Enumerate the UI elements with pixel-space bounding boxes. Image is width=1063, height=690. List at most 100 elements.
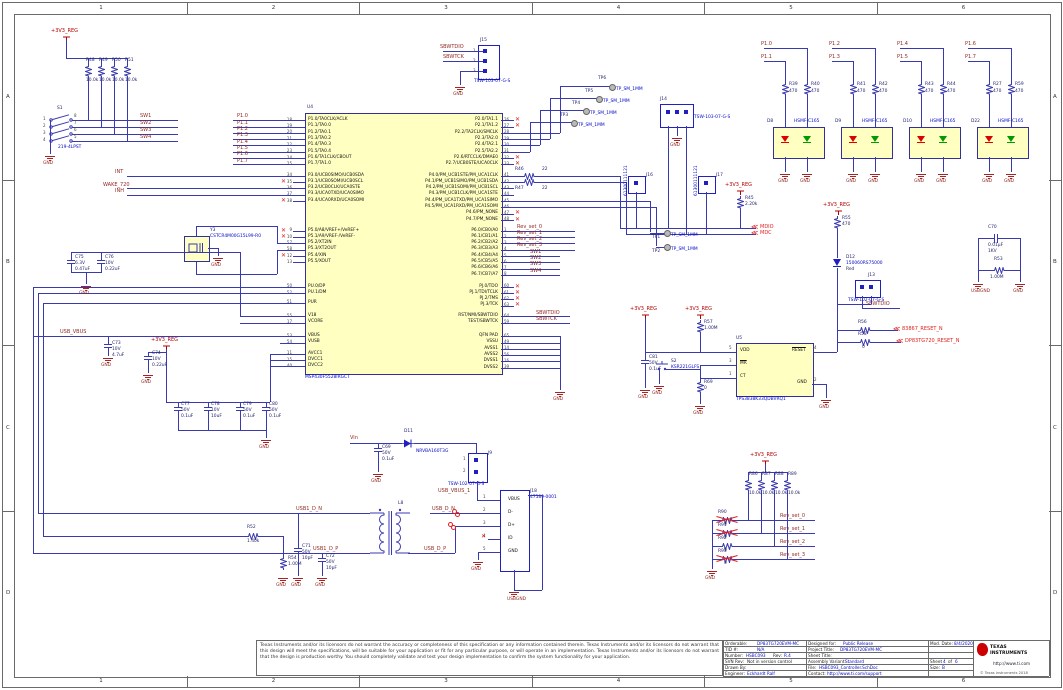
gnd-symbol [707,571,717,572]
pin-name: P4.2/PM_UCB1SOMI/PM_UCB1SCL [425,185,498,191]
pin-number: 37 [278,192,292,196]
net-label: P1.6 [965,41,976,47]
resistor-ref: R27 [993,82,1002,87]
engineer-value: Eckhardt Ralf [747,670,775,676]
net-label: Vin [350,435,358,441]
gnd-symbol [806,178,808,179]
gnd-symbol [511,594,517,595]
wire [71,252,72,260]
cap-ref: C77 [181,402,190,407]
pin-number: 1 [463,456,466,461]
power-symbol [835,210,842,215]
gnd-symbol [81,286,91,287]
d11-part: NRVBA160T3G [416,449,449,454]
wire [38,293,39,513]
pin-name: P5.5/XOUT [308,259,331,264]
resistor-value: 470 [789,89,798,94]
zone-col-label: 3 [444,5,448,11]
gnd-symbol [1017,286,1023,287]
wire [266,402,267,407]
pin-number: 5 [729,345,732,350]
inner-border [14,14,1051,678]
wire [488,552,500,553]
ti-url-link[interactable]: http://www.ti.com [993,661,1031,666]
pin-name: MR [740,361,747,366]
net-label: Rev_set_0 [517,223,543,230]
gnd-label: GND [291,583,302,588]
gnd-symbol [676,142,678,143]
capacitor-plate [318,558,326,559]
wire [832,48,875,49]
wire [785,61,786,82]
diode-symbol [402,439,414,448]
wire [127,194,305,196]
cap-value: 10V [152,357,161,362]
pin-number: 50 [278,284,292,288]
cap-value: 0.1uF [243,414,256,419]
cap-value: 0.1uF [382,457,395,462]
wire [501,194,514,196]
gnd-symbol [559,396,561,397]
j13-header [855,280,881,298]
pin-number: 28 [504,130,509,134]
wire [293,200,305,202]
wire [196,274,277,275]
wire [33,553,370,554]
pin-name: P3.3/UCA0TXD/UCA0SIMO [308,191,364,197]
resistor-ref: R69 [704,380,713,385]
wire [501,120,514,122]
zone-row-label: B [1053,259,1057,266]
wire [514,255,560,257]
resistor-value: 470 [993,89,1002,94]
cap-value: 10V [105,261,114,266]
power-rail-label: +3V3_REG [823,202,850,208]
testpoint-part: TP_SM_1MM [603,98,630,104]
cap-ref: C69 [382,445,391,450]
pin-name: P6.6/CB6/A6 [471,265,498,271]
switch-part: 219-4LPST [58,145,82,150]
wire [478,552,488,553]
wire [875,157,876,172]
pin-number: 8 [74,113,77,118]
pin-name: CT [740,374,746,379]
tb-border [723,676,1049,677]
resistor-ref: R42 [879,82,888,87]
resistor-value: 470 [842,222,851,227]
wire [460,71,461,85]
cap-ref: C81 [649,355,658,360]
resistor-symbol [771,478,778,492]
contact-link[interactable]: http://www.ti.com/support [827,670,882,676]
net-label: USB_D_P [424,545,447,552]
pin-number: 43 [504,185,509,190]
pin-name: P1.0/TA0CLK/ACLK [308,117,348,122]
wire [43,302,44,536]
resistor-ref: R56 [858,319,867,325]
gnd-symbol [278,578,288,579]
wire [514,262,560,264]
gnd-symbol [977,288,979,289]
gnd-symbol [654,386,664,387]
resistor-ref: R46 [515,166,524,172]
gnd-symbol [672,138,682,139]
resistor-value: 470 [879,89,888,94]
resistor-ref: R47 [515,185,524,191]
wire [712,559,720,560]
no-connect-x: ✕ [515,288,521,296]
resistor-value: 10.0k [749,491,762,496]
pin-name: VBUS [508,496,520,502]
wire [761,472,762,478]
wire [514,348,560,350]
pin-name: AVCC1 [308,350,323,356]
pin-number: 9 [289,227,292,233]
pin-name: DVCC2 [308,363,323,369]
pin-number: 6 [504,259,507,264]
wire [968,48,1011,49]
wire [101,252,102,260]
pin-number: 3 [504,240,507,245]
wire [350,443,402,444]
pin-name: P1.5/TA0.4 [308,148,331,154]
resistor-ref: R39 [789,82,798,87]
wire [978,270,992,271]
wire [501,132,514,134]
resistor-ref: R50 [112,58,121,63]
